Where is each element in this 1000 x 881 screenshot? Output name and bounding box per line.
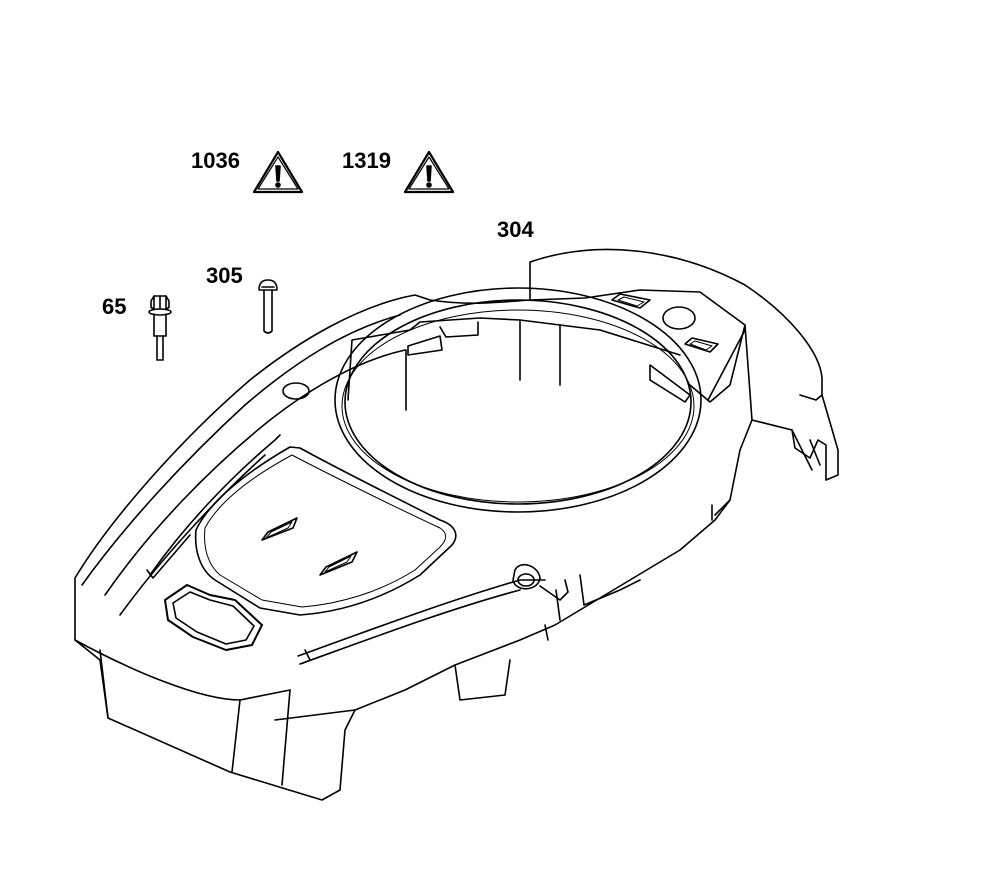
callout-1319: 1319: [342, 148, 391, 173]
callout-305: 305: [206, 263, 243, 288]
blower-housing-part-304: [74, 248, 839, 801]
bolt-part-65: [148, 295, 172, 361]
warning-triangle-icon: [252, 150, 304, 194]
callout-304: 304: [497, 217, 534, 242]
callout-65: 65: [102, 294, 127, 319]
screw-part-305: [258, 279, 278, 334]
warning-triangle-icon: [403, 150, 455, 194]
callout-1036: 1036: [191, 148, 240, 173]
